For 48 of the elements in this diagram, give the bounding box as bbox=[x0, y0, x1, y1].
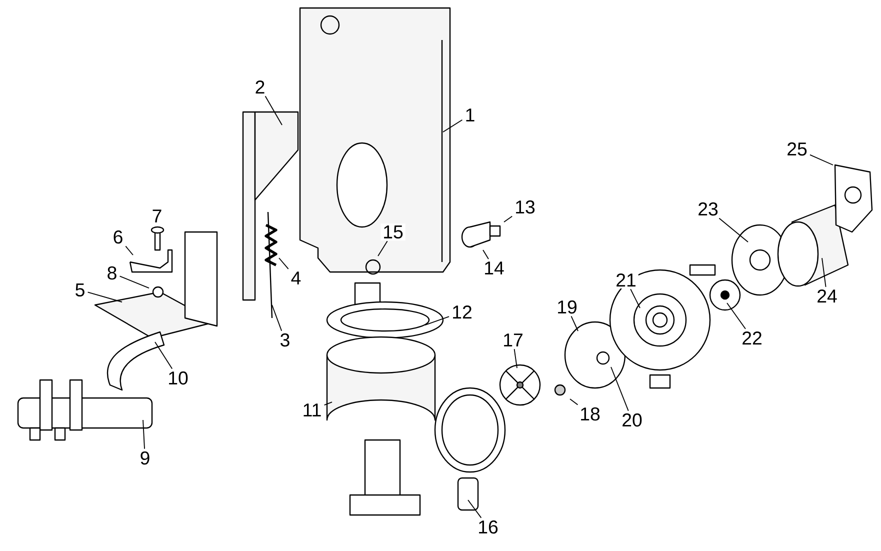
callout-number: 11 bbox=[300, 402, 324, 418]
callout-number: 21 bbox=[614, 272, 638, 289]
leader-line bbox=[718, 218, 748, 242]
leader-line bbox=[324, 402, 332, 406]
callout-number: 1 bbox=[462, 106, 478, 124]
callout-number: 25 bbox=[784, 140, 810, 158]
leader-line bbox=[442, 119, 463, 132]
leader-line bbox=[264, 96, 282, 126]
leader-line bbox=[468, 500, 482, 518]
leader-line bbox=[514, 348, 518, 368]
leader-line bbox=[125, 246, 134, 256]
callout-number: 10 bbox=[166, 369, 190, 387]
leader-line bbox=[482, 250, 489, 260]
callout-number: 4 bbox=[288, 270, 304, 286]
callout-number: 8 bbox=[104, 264, 120, 282]
callout-number: 15 bbox=[380, 224, 406, 241]
callout-number: 6 bbox=[110, 228, 126, 246]
leader-line bbox=[570, 316, 578, 332]
callout-number: 9 bbox=[138, 449, 152, 467]
leader-line bbox=[504, 216, 513, 222]
callout-number: 5 bbox=[72, 282, 88, 299]
callout-number: 2 bbox=[252, 78, 268, 96]
leader-line bbox=[570, 398, 578, 406]
callout-number: 17 bbox=[500, 332, 526, 348]
callout-number: 3 bbox=[278, 331, 292, 349]
callout-number: 7 bbox=[150, 208, 164, 224]
leader-line bbox=[630, 288, 640, 308]
callout-number: 13 bbox=[512, 198, 538, 216]
leader-line bbox=[119, 276, 150, 288]
callout-number: 12 bbox=[450, 304, 474, 321]
leader-line bbox=[272, 304, 282, 332]
leader-line bbox=[378, 240, 388, 256]
callout-number: 14 bbox=[482, 260, 506, 276]
callout-number: 20 bbox=[620, 411, 644, 429]
leader-line bbox=[610, 366, 629, 412]
callout-number: 22 bbox=[740, 330, 764, 347]
leader-line bbox=[726, 302, 746, 330]
callout-number: 18 bbox=[578, 405, 602, 423]
leader-line bbox=[87, 292, 122, 302]
callout-number: 23 bbox=[696, 200, 720, 218]
leader-line bbox=[810, 154, 834, 166]
callout-number: 16 bbox=[476, 518, 500, 536]
leader-line bbox=[424, 316, 450, 326]
callout-number: 19 bbox=[554, 298, 580, 316]
leader-line bbox=[142, 420, 145, 450]
leader-line bbox=[154, 342, 173, 370]
leader-line bbox=[278, 258, 289, 270]
callout-number: 24 bbox=[814, 288, 840, 305]
